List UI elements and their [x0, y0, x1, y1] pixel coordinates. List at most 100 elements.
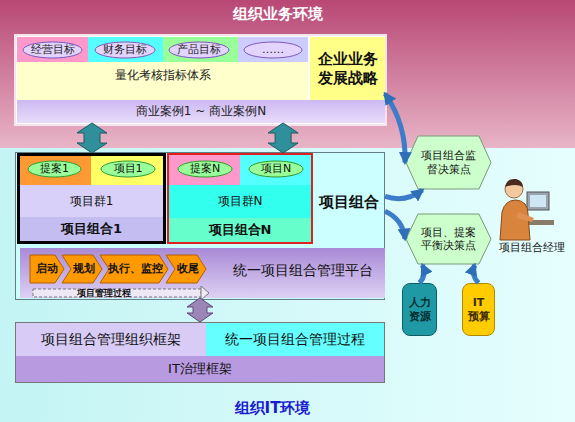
goal-oval: ……: [243, 41, 303, 59]
oval-outline: [178, 161, 232, 177]
monitor-screen: [530, 195, 546, 207]
phase-chevron: 启动: [30, 255, 64, 283]
platform-band: 统一项目组合管理平台 启动规划执行、监控收尾: [20, 248, 385, 298]
resource-box: 人力 资源: [402, 283, 437, 336]
hair: [505, 179, 523, 187]
process-bar: [33, 289, 201, 297]
oval-outline: [23, 42, 82, 58]
node-text: IT治理框架: [16, 356, 384, 382]
node-text: 规划: [62, 255, 102, 283]
curved-arrow: [385, 94, 405, 163]
hexagon-outline: [406, 136, 491, 189]
node-text: 产品目标: [168, 41, 230, 59]
node-text: 启动: [30, 255, 64, 283]
process-box: 统一项目组合管理过程: [206, 323, 384, 356]
oval-outline: [169, 42, 229, 58]
curved-arrow: [473, 265, 478, 283]
node-text: 统一项目组合管理平台: [220, 255, 385, 285]
node-text: 项目组合管理组织框架: [16, 323, 206, 356]
node-text: 财务目标: [94, 41, 156, 59]
goal-oval: 经营目标: [22, 41, 83, 59]
node-text: 收尾: [166, 255, 206, 283]
node-text: 商业案例1 ~ 商业案例N: [17, 100, 385, 123]
metrics-band: 量化考核指标体系: [17, 62, 308, 100]
proposal-oval: 提案1: [27, 160, 82, 178]
chevron-outline: [30, 255, 64, 283]
business-environment-region: 组织业务环境经营目标财务目标产品目标 …… 量化考核指标体系企业业务 发展战略商业案…: [0, 0, 575, 148]
goal-cell: [163, 37, 238, 62]
node-text: 提案1: [27, 160, 82, 178]
business-case-band: 商业案例1 ~ 商业案例N: [17, 100, 385, 123]
block-arrow: [187, 298, 213, 322]
program-band: 项目群1: [20, 185, 163, 217]
block-arrow: [268, 123, 298, 153]
it-region-fill: [0, 148, 575, 422]
business-frame: [15, 35, 386, 125]
monitor: [527, 192, 549, 210]
node-text: 项目组合: [314, 189, 384, 215]
it-environment-region: 组织IT环境 项目组合项目组合1 提案1 项目1 项目群1项目组合N 提案N 项目N 项目群N…: [0, 148, 575, 422]
business-region-fill: [0, 0, 575, 150]
node-text: 项目1: [100, 160, 156, 178]
project-oval: 项目1: [100, 160, 156, 178]
node-text: 经营目标: [22, 41, 83, 59]
node-text: 提案N: [177, 160, 233, 178]
phase-chevron: 规划: [62, 255, 102, 283]
framework-box: 项目组合管理组织框架: [16, 323, 206, 356]
goal-cell: [238, 37, 308, 62]
goal-cell: [17, 37, 88, 62]
node-text: 项目群N: [169, 185, 311, 218]
oval-outline: [244, 42, 302, 58]
node-text: 项目N: [248, 160, 304, 178]
block-arrow: [77, 123, 107, 153]
node-text: 组织业务环境: [0, 3, 555, 25]
decision-hexagon: 项目、提案 平衡决策点: [405, 213, 492, 265]
portfolio-group-box: 项目组合1 提案1 项目1 项目群1: [17, 153, 166, 244]
hexagon-outline: [406, 214, 491, 264]
node-text: 企业业务 发展战略: [310, 37, 385, 100]
chevron-outline: [62, 255, 102, 283]
node-text: 项目群1: [20, 185, 163, 217]
oval-outline: [101, 161, 155, 177]
phase-chevron: 执行、监控: [100, 255, 168, 283]
node-text: 项目组合1: [20, 217, 163, 241]
chevron-outline: [166, 255, 206, 283]
node-text: 项目组合监 督决策点: [405, 135, 492, 190]
curved-arrow: [420, 265, 425, 283]
node-text: 统一项目组合管理过程: [206, 323, 384, 356]
process-label: 项目管理过程: [66, 288, 142, 298]
arm: [516, 212, 534, 222]
project-oval: 项目N: [248, 160, 304, 178]
goal-cell: [88, 37, 163, 62]
curved-arrow: [385, 211, 405, 239]
manager-figure: [500, 179, 554, 240]
budget-box: IT 预算: [462, 283, 495, 336]
program-band: 项目群N: [169, 185, 311, 218]
role-label: 项目组合经理: [490, 240, 574, 254]
governance-box: IT治理框架项目组合管理组织框架统一项目组合管理过程: [15, 322, 385, 383]
node-text: 组织IT环境: [0, 396, 545, 420]
portfolio-box: 项目组合项目组合1 提案1 项目1 项目群1项目组合N 提案N 项目N 项目群N 统一项目组合…: [15, 152, 385, 300]
oval-outline: [28, 161, 81, 177]
node-text: 项目、提案 平衡决策点: [405, 213, 492, 265]
node-text: ……: [243, 41, 303, 59]
goal-oval: 产品目标: [168, 41, 230, 59]
process-bar-head: [201, 286, 209, 300]
phase-chevron: 收尾: [166, 255, 206, 283]
oval-outline: [249, 161, 303, 177]
oval-outline: [95, 42, 155, 58]
decision-hexagon: 项目组合监 督决策点: [405, 135, 492, 190]
node-text: 执行、监控: [100, 255, 168, 283]
node-text: 人力 资源: [403, 284, 436, 335]
strategy-box: 企业业务 发展战略: [310, 37, 385, 100]
node-text: IT 预算: [463, 284, 494, 335]
proposal-oval: 提案N: [177, 160, 233, 178]
node-text: 项目组合N: [169, 218, 311, 242]
node-text: 量化考核指标体系: [17, 65, 308, 85]
chevron-outline: [100, 255, 168, 283]
curved-arrow: [385, 190, 422, 199]
